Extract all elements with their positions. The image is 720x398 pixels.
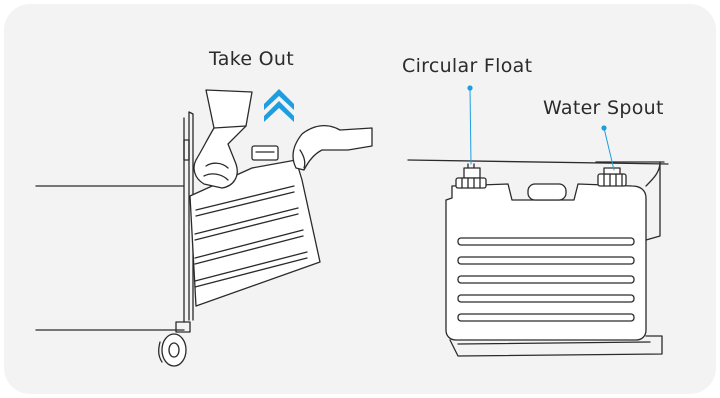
circular-float-label: Circular Float xyxy=(402,55,533,77)
callout-dots xyxy=(467,85,607,131)
right-hand xyxy=(292,124,373,171)
double-chevron-up-icon xyxy=(264,89,294,122)
diagram-panel: Take Out Circular Float Water Spout xyxy=(4,4,716,394)
water-spout-cap xyxy=(597,167,627,187)
circular-float-cap xyxy=(455,163,487,189)
top-cover-line xyxy=(407,159,669,165)
callout-leaders xyxy=(469,87,615,171)
left-hand xyxy=(193,89,253,189)
appliance-body xyxy=(35,111,194,331)
take-out-label: Take Out xyxy=(209,48,295,70)
water-spout-label: Water Spout xyxy=(543,97,664,119)
water-tank-right xyxy=(445,161,663,357)
water-tank-left xyxy=(189,145,321,307)
water-tank-illustration xyxy=(35,85,669,367)
caster-wheel xyxy=(158,321,191,367)
